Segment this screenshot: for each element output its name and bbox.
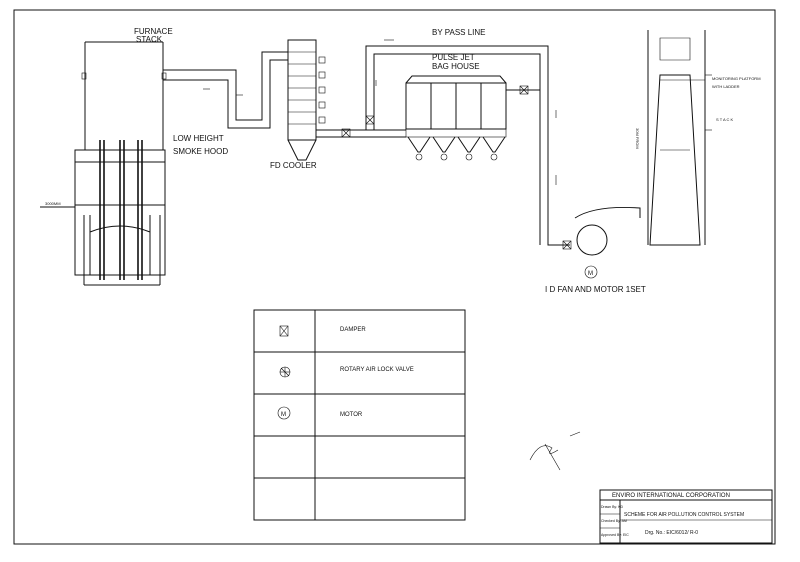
svg-text:M: M xyxy=(281,412,286,418)
damper-icon xyxy=(562,240,572,250)
drawing-number: Drg. No.: EIC/6012/ R-0 xyxy=(645,530,698,536)
stack-height-label: 30M FROM xyxy=(635,128,640,149)
sheet-border xyxy=(13,9,776,545)
furnace-label-line2: STACK xyxy=(136,35,163,44)
id-fan-label: I D FAN AND MOTOR 1SET xyxy=(545,285,646,294)
bypass-label: BY PASS LINE xyxy=(432,28,486,37)
company-name: ENVIRO INTERNATIONAL CORPORATION xyxy=(612,493,730,499)
legend-table xyxy=(253,309,466,521)
legend-row-label: MOTOR xyxy=(340,412,363,418)
damper-icon xyxy=(341,128,351,138)
chimney-stack xyxy=(647,30,712,246)
damper-icon xyxy=(519,85,529,95)
smoke-hood xyxy=(40,140,166,286)
approved-by: Approved By: EIC xyxy=(601,533,629,537)
low-height-label: LOW HEIGHT xyxy=(173,134,224,143)
motor-icon: M xyxy=(277,406,291,420)
pulse-jet-label: PULSE JET xyxy=(432,53,475,62)
smoke-hood-label: SMOKE HOOD xyxy=(173,147,228,156)
rotary-valve-icon xyxy=(279,366,291,378)
drawn-by: Drawn By: KD xyxy=(601,505,623,509)
bag-house-label: BAG HOUSE xyxy=(432,62,480,71)
level-mark: 3000MM xyxy=(45,201,61,206)
furnace-stack xyxy=(81,41,167,150)
furnace-label-line1: FURNACE xyxy=(134,27,173,36)
fd-cooler-label: FD COOLER xyxy=(270,161,317,170)
stack-label: S T A C K xyxy=(716,117,734,122)
svg-text:M: M xyxy=(588,271,593,277)
damper-icon xyxy=(279,325,289,337)
scheme-title: SCHEME FOR AIR POLLUTION CONTROL SYSTEM xyxy=(624,512,744,518)
id-fan: M xyxy=(562,206,641,279)
furnace-label: FURNACE STACK xyxy=(134,27,175,44)
platform-label-2: WITH LADDER xyxy=(712,84,740,89)
duct-to-cooler xyxy=(163,51,288,129)
motor-icon xyxy=(584,265,598,279)
fd-cooler xyxy=(287,39,326,161)
signature xyxy=(529,431,581,471)
checked-by: Checked By: AM xyxy=(601,519,627,523)
bypass-line xyxy=(365,39,570,246)
duct-to-baghouse xyxy=(316,115,406,138)
title-block xyxy=(599,489,773,544)
bag-house xyxy=(405,75,540,161)
legend-row-label: ROTARY AIR LOCK VALVE xyxy=(340,367,414,373)
platform-label-1: MONITORING PLATFORM xyxy=(712,76,761,81)
legend-row-label: DAMPER xyxy=(340,327,366,333)
